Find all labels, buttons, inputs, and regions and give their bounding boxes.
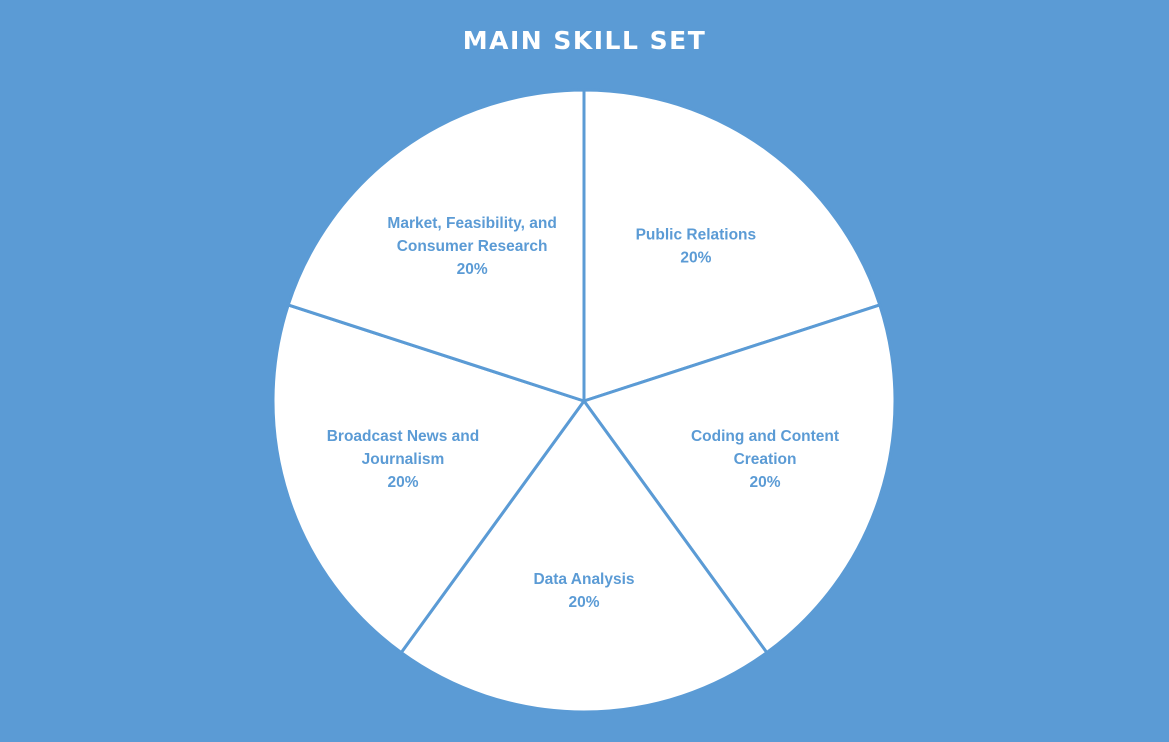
slice-label: Data Analysis 20%	[533, 571, 634, 611]
chart-title: MAIN SKILL SET	[462, 26, 707, 55]
slice-value-label: 20%	[750, 474, 781, 491]
slice-category-label: Consumer Research	[397, 238, 548, 255]
slice-value-label: 20%	[457, 261, 488, 278]
slice-value-label: 20%	[680, 250, 711, 267]
slice-label: Public Relations 20%	[636, 227, 757, 267]
slice-value-label: 20%	[387, 474, 418, 491]
slice-value-label: 20%	[568, 594, 599, 611]
slice-category-label: Public Relations	[636, 227, 757, 244]
pie-slices	[271, 88, 897, 714]
slice-category-label: Market, Feasibility, and	[387, 215, 556, 232]
slice-category-label: Journalism	[362, 451, 445, 468]
pie-slice[interactable]	[582, 303, 897, 655]
slice-category-label: Data Analysis	[533, 571, 634, 588]
pie-slice[interactable]	[582, 88, 882, 403]
pie-slice[interactable]	[286, 88, 586, 403]
slice-category-label: Creation	[734, 451, 797, 468]
pie-slice[interactable]	[399, 399, 769, 714]
slice-category-label: Broadcast News and	[327, 428, 479, 445]
slice-category-label: Coding and Content	[691, 428, 839, 445]
pie-slice[interactable]	[271, 303, 586, 655]
